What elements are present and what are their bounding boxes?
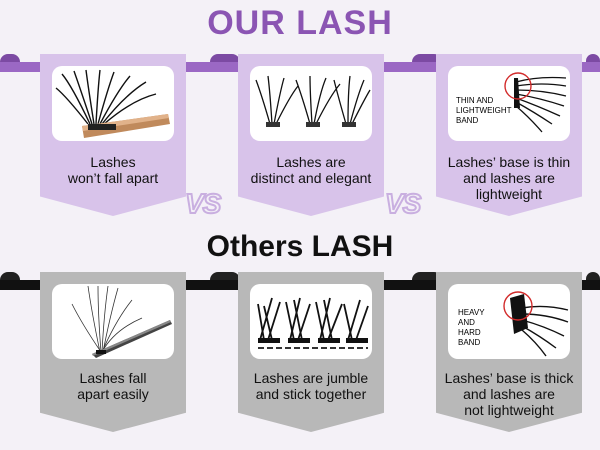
top-band-tab [210,54,240,62]
card-caption: Lashes’ base is thick and lashes are not… [444,370,574,418]
card-caption: Lashes’ base is thin and lashes are ligh… [447,154,571,202]
vs-label: VS [184,187,222,220]
bottom-band-tab [412,272,442,280]
card-caption: Lashes fall apart easily [77,370,149,402]
our-lash-card-1: Lashes won’t fall apart [40,54,186,216]
our-lash-card-2: Lashes are distinct and elegant [238,54,384,216]
jumbled-lash-illustration [257,297,369,349]
highlight-circle [504,72,532,100]
thick-band-image: HEAVY AND HARD BAND [448,284,570,359]
lash-clusters-illustration [255,75,371,127]
thin-band-label: THIN AND LIGHTWEIGHT BAND [456,96,512,125]
falling-apart-lash-illustration [71,285,172,358]
thick-band-illustration [503,291,569,357]
heavy-band-label: HEAVY AND HARD BAND [458,308,485,347]
lash-applicator-image [52,66,174,141]
bottom-band-tab [586,272,600,280]
top-band-tab [586,54,600,62]
vs-label: VS [384,187,422,220]
lash-applicator-illustration [55,69,170,138]
falling-apart-lash-image [52,284,174,359]
our-lash-card-3: THIN AND LIGHTWEIGHT BAND Lashes’ base i… [436,54,582,216]
our-lash-title: OUR LASH [207,4,393,42]
lash-clusters-image [250,66,372,141]
jumbled-lash-image [250,284,372,359]
card-caption: Lashes are jumble and stick together [253,370,369,402]
highlight-circle [503,291,533,321]
others-lash-title: Others LASH [206,230,394,263]
top-band-tab [412,54,442,62]
card-caption: Lashes won’t fall apart [67,154,159,186]
thin-band-illustration [504,72,567,133]
bottom-band-tab [210,272,240,280]
bottom-band-tab [0,272,20,280]
others-lash-card-1: Lashes fall apart easily [40,272,186,432]
thin-band-image: THIN AND LIGHTWEIGHT BAND [448,66,570,141]
top-band-tab [0,54,20,62]
card-caption: Lashes are distinct and elegant [250,154,372,186]
others-lash-card-2: Lashes are jumble and stick together [238,272,384,432]
others-lash-card-3: HEAVY AND HARD BAND Lashes’ base is thic… [436,272,582,432]
